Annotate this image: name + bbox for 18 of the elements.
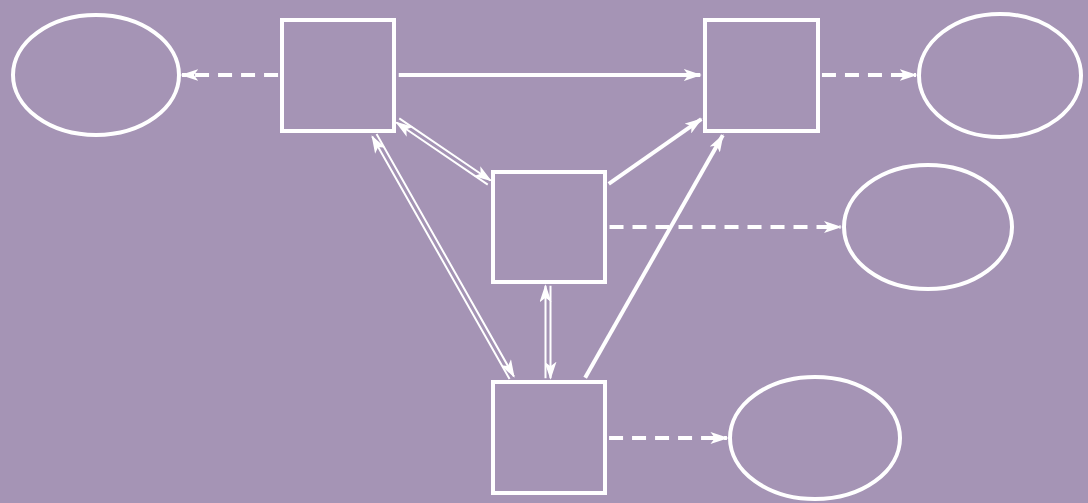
arrow [371,133,515,380]
arrow [607,117,703,186]
ellipse-node [917,12,1083,139]
arrow [398,69,702,81]
arrow [395,117,492,186]
square-node [491,380,607,495]
square-node [703,18,820,133]
arrow [821,69,918,81]
ellipse-node [728,375,902,501]
arrow [609,432,729,444]
arrow [180,69,279,81]
arrow [539,284,557,380]
arrow [583,133,725,379]
arrow [609,221,842,233]
ellipse-node [11,13,181,137]
square-node [491,170,607,284]
square-node [280,18,396,133]
ellipse-node [842,163,1014,291]
